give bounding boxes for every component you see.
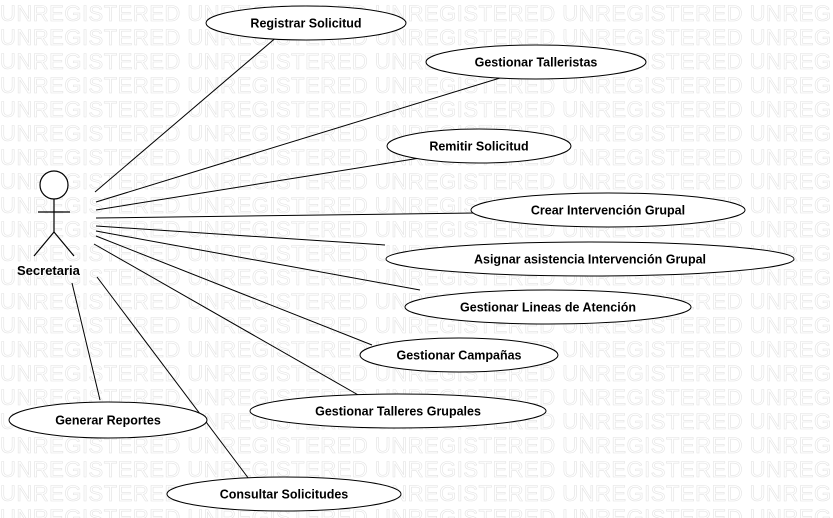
use-case-generar-reportes[interactable]: Generar Reportes: [8, 401, 208, 439]
association-asignar-asistencia: [95, 225, 386, 246]
association-remitir-solicitud: [95, 157, 421, 211]
use-case-label: Gestionar Lineas de Atención: [460, 301, 636, 315]
use-case-label: Remitir Solicitud: [429, 140, 528, 154]
use-case-label: Gestionar Talleres Grupales: [315, 405, 481, 419]
use-case-registrar-solicitud[interactable]: Registrar Solicitud: [205, 5, 407, 41]
use-case-gestionar-talleristas[interactable]: Gestionar Talleristas: [425, 44, 647, 80]
association-generar-reportes: [71, 282, 101, 401]
use-case-remitir-solicitud[interactable]: Remitir Solicitud: [386, 128, 572, 164]
associations: [71, 23, 501, 484]
use-case-label: Asignar asistencia Intervención Grupal: [474, 253, 706, 267]
use-case-label: Crear Intervención Grupal: [531, 204, 685, 218]
watermark-row: UNREGISTERED UNREGISTERED UNREGISTERED U…: [0, 435, 833, 457]
actor-right-leg: [53, 231, 75, 257]
watermark-row: UNREGISTERED UNREGISTERED UNREGISTERED U…: [0, 99, 833, 121]
use-case-label: Gestionar Campañas: [396, 349, 521, 363]
use-case-label: Gestionar Talleristas: [475, 56, 598, 70]
watermark-row: UNREGISTERED UNREGISTERED UNREGISTERED U…: [0, 171, 833, 193]
actor-secretaria[interactable]: [33, 170, 75, 257]
watermark-row: UNREGISTERED UNREGISTERED UNREGISTERED U…: [0, 507, 833, 518]
use-case-consultar-solicitudes[interactable]: Consultar Solicitudes: [166, 476, 402, 512]
actor-head-icon: [39, 170, 69, 200]
use-case-label: Registrar Solicitud: [250, 17, 361, 31]
association-gestionar-talleristas: [95, 77, 501, 203]
watermark-row: UNREGISTERED UNREGISTERED UNREGISTERED U…: [0, 363, 833, 385]
association-crear-intervencion: [95, 212, 476, 219]
use-case-crear-intervencion-grupal[interactable]: Crear Intervención Grupal: [470, 192, 746, 228]
association-registrar-solicitud: [94, 23, 293, 193]
use-case-asignar-asistencia[interactable]: Asignar asistencia Intervención Grupal: [385, 241, 795, 277]
use-case-gestionar-campanas[interactable]: Gestionar Campañas: [359, 337, 559, 373]
use-case-gestionar-talleres-grupales[interactable]: Gestionar Talleres Grupales: [249, 393, 547, 429]
actor-left-leg: [33, 231, 55, 257]
association-gestionar-talleres: [93, 243, 361, 397]
association-gestionar-lineas: [95, 230, 421, 291]
use-case-gestionar-lineas-atencion[interactable]: Gestionar Lineas de Atención: [404, 289, 692, 325]
watermark-row: UNREGISTERED UNREGISTERED UNREGISTERED U…: [0, 75, 833, 97]
use-case-label: Consultar Solicitudes: [220, 488, 349, 502]
use-case-label: Generar Reportes: [55, 414, 161, 428]
actor-label: Secretaria: [17, 263, 81, 278]
association-consultar-solicitudes: [96, 276, 253, 484]
association-gestionar-campanas: [95, 235, 373, 346]
watermark-row: UNREGISTERED UNREGISTERED UNREGISTERED U…: [0, 459, 833, 481]
watermark-row: UNREGISTERED UNREGISTERED UNREGISTERED U…: [0, 27, 833, 49]
